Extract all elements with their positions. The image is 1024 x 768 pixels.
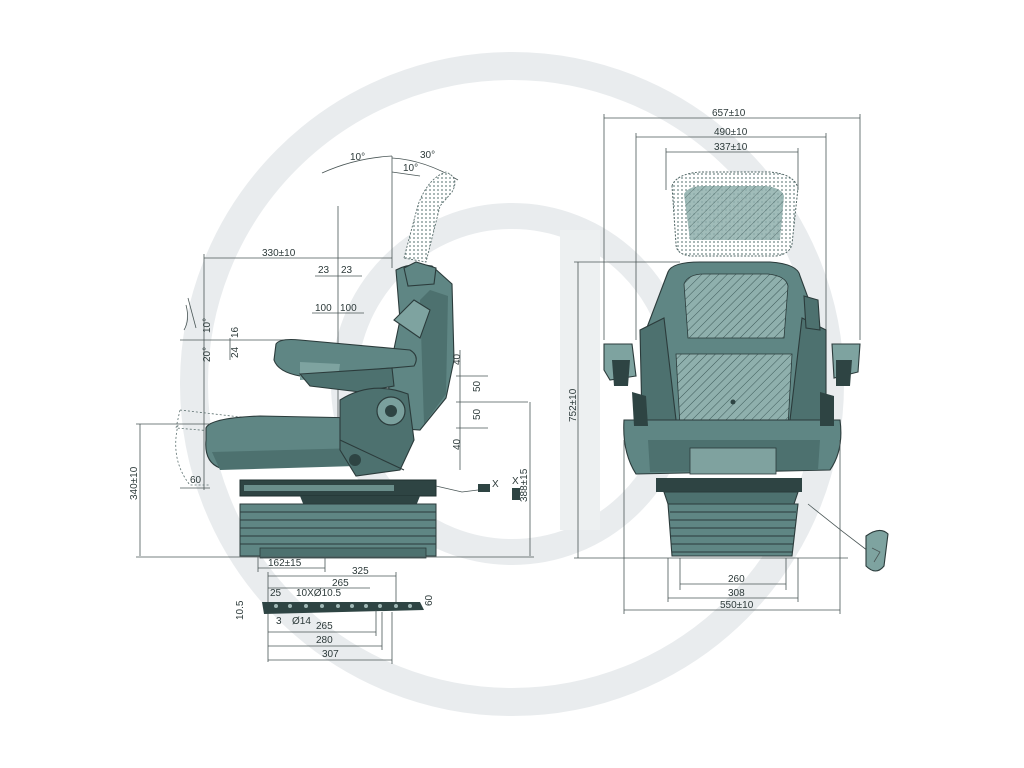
dim-490: 490±10 — [714, 127, 748, 138]
dim-10-5: 10.5 — [235, 600, 246, 620]
side-bellows — [239, 503, 437, 559]
dim-307: 307 — [322, 649, 339, 660]
dim-308: 308 — [728, 588, 745, 599]
connector-x2: X — [512, 476, 519, 487]
dim-20-deg: 20° — [202, 347, 213, 362]
dim-388: 388±15 — [519, 468, 530, 502]
dim-23-left: 23 — [318, 265, 330, 276]
dim-330: 330±10 — [262, 248, 296, 259]
angle-10-left: 10° — [350, 152, 365, 163]
base-plate-view: 325 265 25 10XØ10.5 60 10.5 3 Ø14 265 28… — [235, 566, 435, 664]
watermark-logo — [180, 52, 844, 716]
dim-752: 752±10 — [568, 388, 579, 422]
dim-260: 260 — [728, 574, 745, 585]
dim-265-bottom: 265 — [316, 621, 333, 632]
dim-3: 3 — [276, 616, 282, 627]
side-view: 10° 30° 10° 330±10 23 23 100 100 10° 20°… — [129, 150, 534, 572]
dim-280: 280 — [316, 635, 333, 646]
connector-x1: X — [492, 479, 499, 490]
dim-340: 340±10 — [129, 466, 140, 500]
dim-40-bottom: 40 — [452, 438, 463, 450]
dim-24: 24 — [230, 346, 241, 358]
dim-60-side: 60 — [190, 475, 202, 486]
angle-10-right: 10° — [403, 163, 418, 174]
dim-100-right: 100 — [340, 303, 357, 314]
dim-16: 16 — [230, 326, 241, 338]
dim-162: 162±15 — [268, 558, 302, 569]
angle-30: 30° — [420, 150, 435, 161]
dim-23-right: 23 — [341, 265, 353, 276]
dim-337: 337±10 — [714, 142, 748, 153]
dim-550: 550±10 — [720, 600, 754, 611]
dim-657: 657±10 — [712, 108, 746, 119]
front-bellows — [667, 503, 799, 557]
dim-325: 325 — [352, 566, 369, 577]
dim-50-top: 50 — [472, 380, 483, 392]
holes-label: 10XØ10.5 — [296, 588, 341, 599]
dim-40-top: 40 — [452, 353, 463, 365]
dim-265-top: 265 — [332, 578, 349, 589]
dim-60-plate: 60 — [424, 594, 435, 606]
dim-25: 25 — [270, 588, 282, 599]
front-view: 657±10 490±10 337±10 752±10 — [568, 108, 889, 614]
dim-10-deg: 10° — [202, 318, 213, 333]
dim-50-bottom: 50 — [472, 408, 483, 420]
dim-100-left: 100 — [315, 303, 332, 314]
dim-d14: Ø14 — [292, 616, 311, 627]
